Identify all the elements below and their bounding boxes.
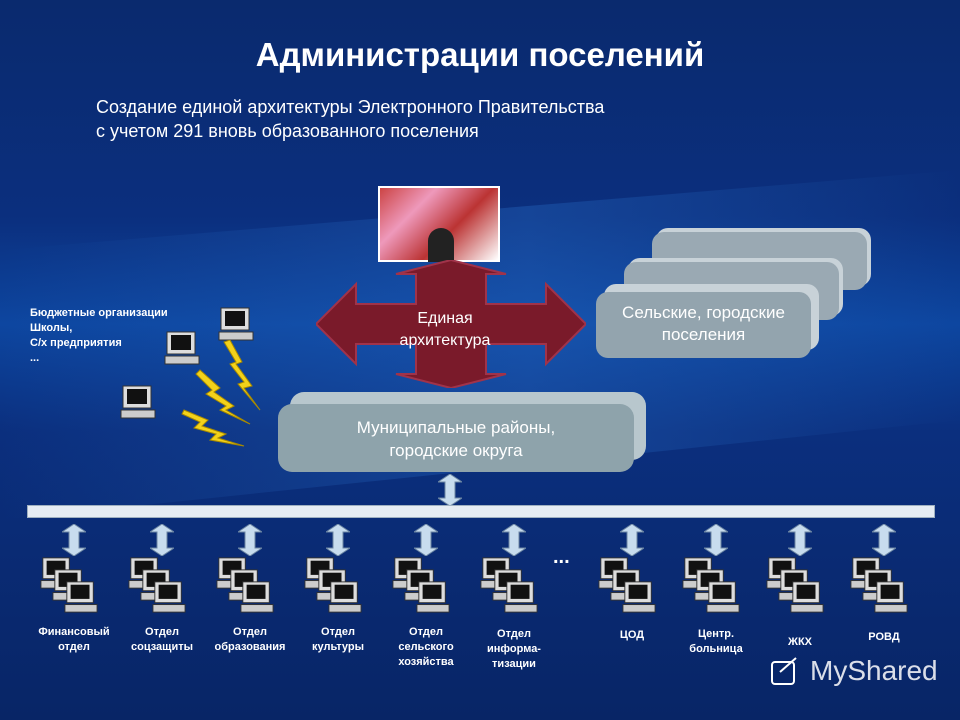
department-label-line: Отдел — [409, 626, 443, 638]
department-arrow-icon — [238, 524, 262, 556]
department-label: ЦОД — [587, 628, 677, 643]
department-arrow-icon — [414, 524, 438, 556]
department-label-line: соцзащиты — [131, 641, 193, 653]
department-label-line: Финансовый — [38, 626, 110, 638]
unified-architecture-cross-arrow — [316, 260, 586, 388]
department-label: Финансовый отдел — [29, 625, 119, 655]
computer-icon — [64, 581, 98, 613]
department-label-line: ЦОД — [619, 629, 645, 641]
department-label: Отдел образования — [205, 625, 295, 655]
department-label-line: культуры — [311, 641, 364, 653]
computer-icon — [622, 581, 656, 613]
person-figure — [428, 228, 454, 262]
municipal-label-line-1: Муниципальные районы, — [356, 418, 556, 437]
department-label: Отдел культуры — [293, 625, 383, 655]
department-label-line: РОВД — [868, 631, 900, 643]
computer-icon — [790, 581, 824, 613]
department-label: РОВД — [839, 630, 929, 645]
department-label-line: сельского — [398, 641, 454, 653]
subtitle-line-1: Создание единой архитектуры Электронного… — [96, 97, 605, 117]
computer-icon — [328, 581, 362, 613]
department-label-line: больница — [689, 643, 743, 655]
department-label-line: Отдел — [233, 626, 267, 638]
department-label: Отдел информа-тизации — [469, 627, 559, 672]
watermark-text: MyShared — [810, 655, 938, 686]
budget-line-1: Бюджетные организации — [30, 307, 168, 319]
center-label-line-2: архитектура — [399, 332, 491, 349]
department-label-line: ЖКХ — [788, 636, 812, 648]
budget-line-4: ... — [30, 352, 40, 364]
computer-icon — [152, 581, 186, 613]
department-label-line: Отдел — [497, 628, 531, 640]
subtitle: Создание единой архитектуры Электронного… — [96, 95, 604, 143]
departments-ellipsis: ... — [553, 546, 570, 568]
department-label-line: отдел — [58, 641, 90, 653]
computer-icon — [218, 307, 254, 341]
computer-icon — [416, 581, 450, 613]
connection-bus-bar — [27, 505, 935, 518]
budget-line-2: Школы, — [30, 322, 73, 334]
department-label-line: Отдел — [145, 626, 179, 638]
department-arrow-icon — [788, 524, 812, 556]
department-arrow-icon — [502, 524, 526, 556]
watermark-logo-icon — [771, 657, 797, 685]
department-arrow-icon — [620, 524, 644, 556]
double-arrow-icon — [438, 474, 462, 506]
department-label-line: Центр. — [697, 628, 735, 640]
department-arrow-icon — [872, 524, 896, 556]
department-label-line: хозяйства — [398, 656, 454, 668]
department-arrow-icon — [704, 524, 728, 556]
department-label: ЖКХ — [755, 635, 845, 650]
department-label-line: информа- — [487, 643, 541, 655]
computer-icon — [240, 581, 274, 613]
computer-icon — [164, 331, 200, 365]
computer-icon — [504, 581, 538, 613]
budget-line-3: С/х предприятия — [30, 337, 122, 349]
computer-icon — [874, 581, 908, 613]
settlements-label-line-1: Сельские, городские — [622, 303, 785, 322]
municipal-label-line-2: городские округа — [389, 441, 523, 460]
municipal-box: Муниципальные районы, городские округа — [278, 404, 634, 472]
department-arrow-icon — [150, 524, 174, 556]
settlements-label-line-2: поселения — [661, 325, 746, 344]
department-arrow-icon — [62, 524, 86, 556]
people-photo — [378, 186, 500, 262]
computer-icon — [120, 385, 156, 419]
lightning-icons — [181, 340, 261, 447]
settlements-box: Сельские, городские поселения — [596, 292, 811, 358]
department-label: Отдел сельского хозяйства — [381, 625, 471, 670]
computer-icon — [706, 581, 740, 613]
department-arrow-icon — [326, 524, 350, 556]
budget-orgs-label: Бюджетные организации Школы, С/х предпри… — [30, 306, 168, 366]
department-label-line: тизации — [492, 658, 536, 670]
department-label: Центр. больница — [671, 627, 761, 657]
department-label-line: Отдел — [321, 626, 355, 638]
department-label: Отдел соцзащиты — [117, 625, 207, 655]
center-label-line-1: Единая — [417, 310, 473, 327]
page-title: Администрации поселений — [255, 36, 705, 73]
center-label: Единая архитектура — [370, 308, 520, 352]
subtitle-line-2: с учетом 291 вновь образованного поселен… — [96, 121, 479, 141]
department-label-line: образования — [214, 641, 286, 653]
